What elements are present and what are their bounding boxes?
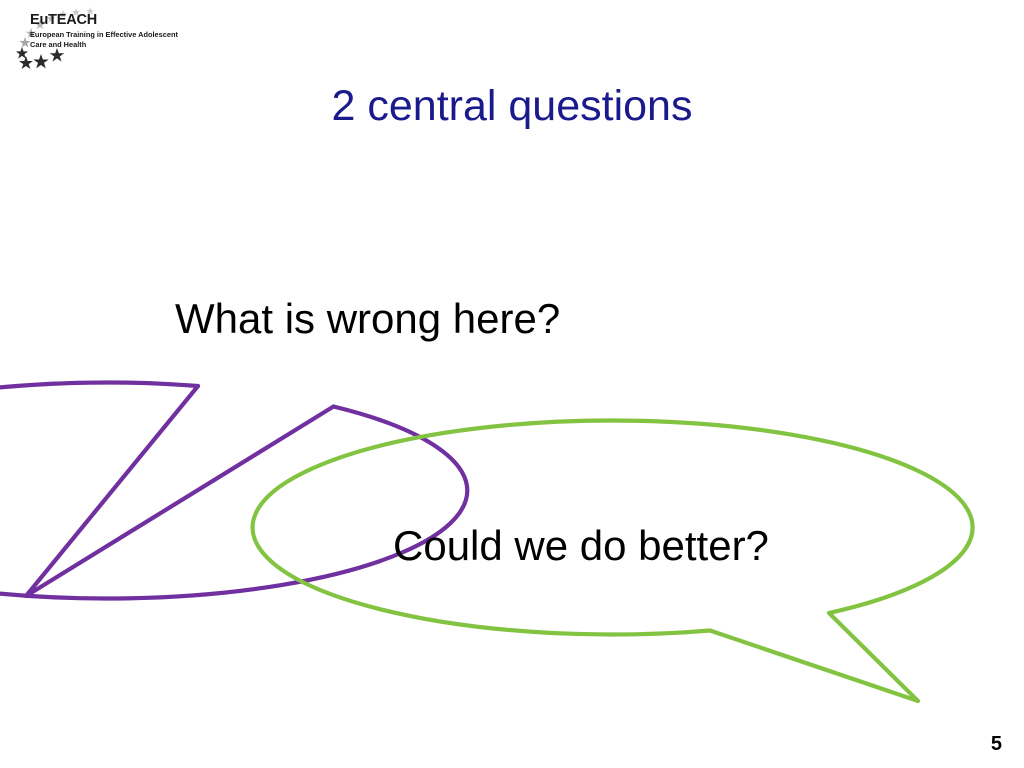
bubble-1-label: What is wrong here? [175,295,561,342]
logo-name: EuTEACH [30,12,98,28]
euteach-logo: EuTEACH European Training in Effective A… [4,4,204,70]
bubble-2-label: Could we do better? [393,522,769,569]
logo-tagline-line2: Care and Health [30,40,87,49]
logo-tagline: European Training in Effective Adolescen… [30,30,180,50]
page-number: 5 [990,733,1002,755]
logo-stars-arc-icon [15,7,94,69]
logo-tagline-line1: European Training in Effective Adolescen… [30,30,178,39]
page-title: 2 central questions [331,82,693,130]
